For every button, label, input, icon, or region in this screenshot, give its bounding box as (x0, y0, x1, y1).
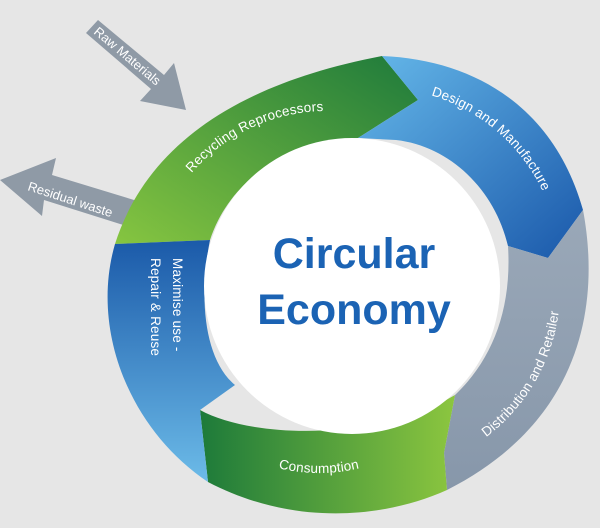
maximise-use-line2: Repair & Reuse (148, 258, 163, 356)
segment-design-and-manufacture (358, 56, 583, 258)
center-title-line1: Circular (273, 230, 436, 278)
center-title-line2: Economy (257, 286, 451, 334)
raw-materials-arrow (86, 20, 186, 110)
maximise-use-label: Maximise use - Repair & Reuse (148, 258, 185, 356)
segment-maximise-use (107, 240, 235, 482)
segment-recycling-reprocessors (115, 56, 418, 244)
consumption-label: Consumption (278, 457, 360, 477)
center-circle (204, 138, 500, 434)
maximise-use-line1: Maximise use - (170, 258, 185, 352)
segment-distribution-and-retailer (444, 210, 589, 490)
raw-materials-label: Raw Materials (91, 24, 164, 89)
residual-waste-arrow (0, 158, 144, 229)
